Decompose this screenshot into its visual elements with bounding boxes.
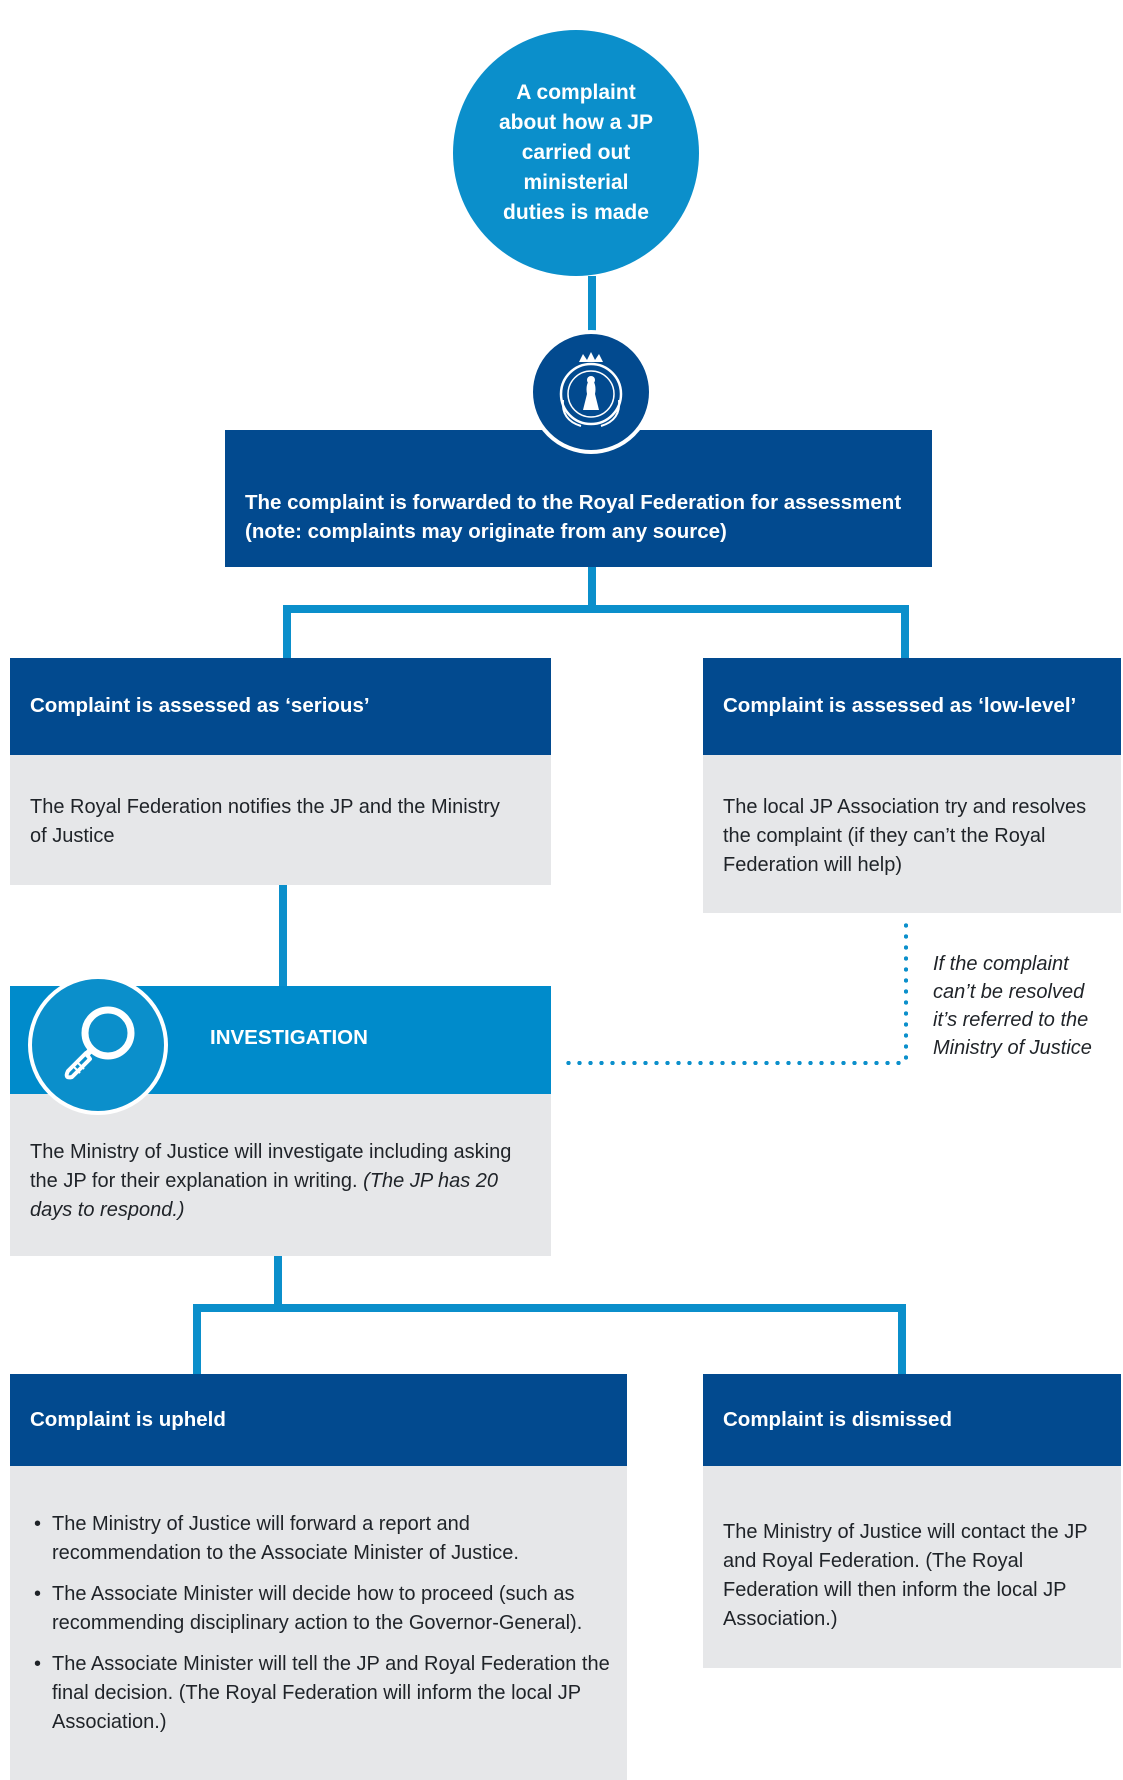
dotted-connector-horizontal xyxy=(563,1061,903,1065)
start-node: A complaint about how a JP carried out m… xyxy=(453,30,699,276)
serious-body-text: The Royal Federation notifies the JP and… xyxy=(30,796,500,847)
upheld-bullet: The Associate Minister will tell the JP … xyxy=(30,1650,620,1737)
dismissed-header: Complaint is dismissed xyxy=(703,1374,1121,1466)
referral-note: If the complaint can’t be resolved it’s … xyxy=(933,950,1123,1062)
referral-note-line-1: If the complaint xyxy=(933,953,1069,975)
upheld-bullet: The Associate Minister will decide how t… xyxy=(30,1580,620,1638)
connector-serious-to-investigation xyxy=(279,885,287,986)
connector-to-upheld xyxy=(193,1304,201,1374)
low-level-body: The local JP Association try and resolve… xyxy=(703,755,1121,913)
upheld-header: Complaint is upheld xyxy=(10,1374,627,1466)
upheld-bullet: The Ministry of Justice will forward a r… xyxy=(30,1510,620,1568)
connector-split-bottom xyxy=(193,1304,906,1312)
connector-start-to-seal xyxy=(588,276,596,334)
start-node-text: A complaint about how a JP carried out m… xyxy=(498,81,653,224)
connector-to-low-level xyxy=(901,605,909,658)
low-level-header-text: Complaint is assessed as ‘low-level’ xyxy=(723,694,1077,717)
investigation-body-text: The Ministry of Justice will investigate… xyxy=(30,1141,512,1192)
serious-header-text: Complaint is assessed as ‘serious’ xyxy=(30,694,370,717)
connector-to-dismissed xyxy=(898,1304,906,1374)
connector-to-serious xyxy=(283,605,291,658)
connector-forward-down xyxy=(588,567,596,613)
connector-investigation-down xyxy=(274,1256,282,1304)
dismissed-header-text: Complaint is dismissed xyxy=(723,1408,952,1431)
upheld-header-text: Complaint is upheld xyxy=(30,1408,226,1431)
low-level-body-text: The local JP Association try and resolve… xyxy=(723,796,1087,876)
royal-federation-seal-icon xyxy=(529,330,653,454)
dismissed-body-text: The Ministry of Justice will contact the… xyxy=(723,1521,1088,1630)
upheld-body: The Ministry of Justice will forward a r… xyxy=(10,1466,627,1780)
referral-note-line-3: it’s referred to the xyxy=(933,1009,1089,1031)
serious-body: The Royal Federation notifies the JP and… xyxy=(10,755,551,885)
investigation-title: INVESTIGATION xyxy=(210,1026,368,1049)
magnifying-glass-icon xyxy=(28,975,168,1115)
dismissed-body: The Ministry of Justice will contact the… xyxy=(703,1466,1121,1668)
referral-note-line-4: Ministry of Justice xyxy=(933,1037,1092,1059)
low-level-header: Complaint is assessed as ‘low-level’ xyxy=(703,658,1121,755)
upheld-bullet-list: The Ministry of Justice will forward a r… xyxy=(30,1510,620,1749)
forward-line-2: (note: complaints may originate from any… xyxy=(245,520,727,543)
referral-note-line-2: can’t be resolved xyxy=(933,981,1085,1003)
connector-split-top xyxy=(283,605,909,613)
investigation-body: The Ministry of Justice will investigate… xyxy=(10,1094,551,1256)
forward-line-1: The complaint is forwarded to the Royal … xyxy=(245,491,902,514)
dotted-connector-vertical xyxy=(904,920,908,1066)
investigation-note: (The JP has 20 days to respond.) xyxy=(30,1170,499,1221)
serious-header: Complaint is assessed as ‘serious’ xyxy=(10,658,551,755)
